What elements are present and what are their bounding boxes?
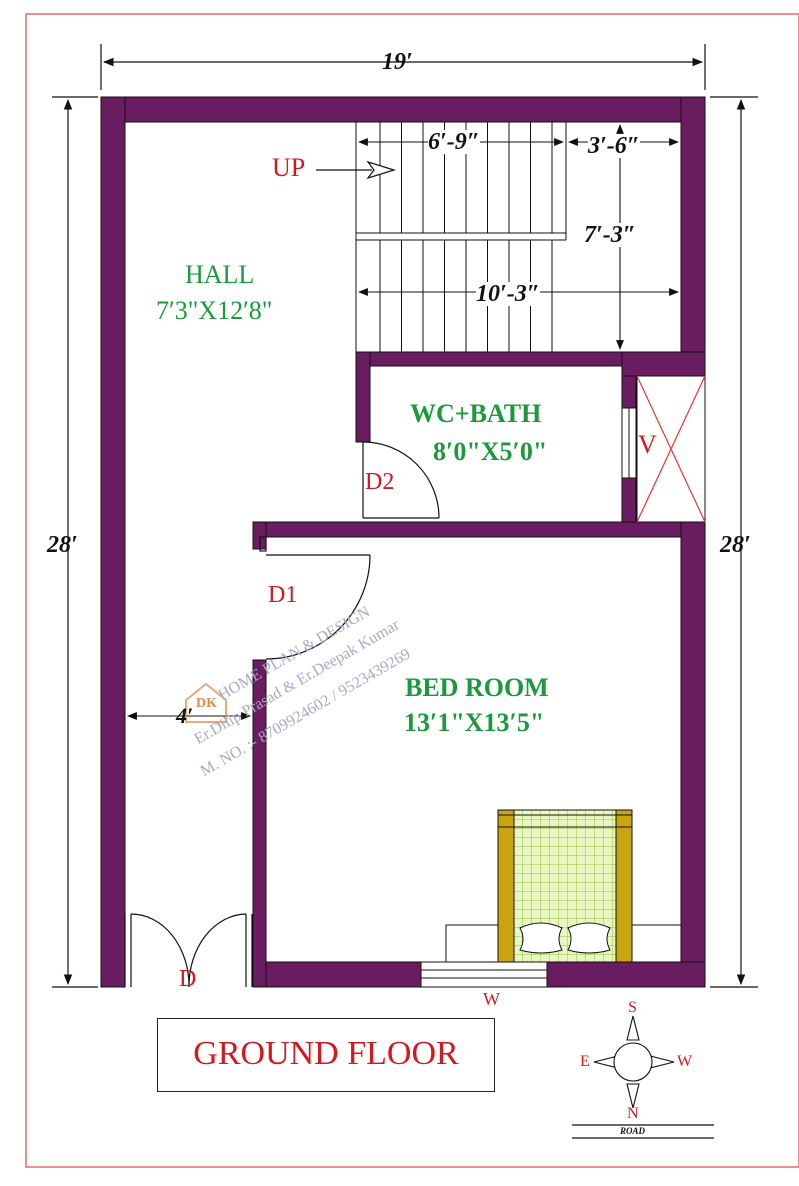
- stair-top-width-label: 6′-9″: [428, 129, 480, 155]
- bedroom-name: BED ROOM: [405, 673, 549, 702]
- stair-up-label: UP: [272, 153, 306, 182]
- overall-width-label: 19′: [382, 49, 413, 75]
- hall-size: 7′3"X12′8": [156, 296, 273, 325]
- door-d2-label: D2: [365, 469, 395, 495]
- bed-furniture: [445, 809, 682, 963]
- title-box: GROUND FLOOR: [157, 1018, 495, 1092]
- compass-north: N: [627, 1105, 639, 1122]
- bedroom-size: 13′1"X13′5": [404, 708, 545, 737]
- door-d1-swing: [259, 536, 371, 660]
- drawing-title: GROUND FLOOR: [193, 1035, 459, 1072]
- window-w: [420, 961, 548, 988]
- compass-rose: [593, 1015, 675, 1109]
- hall-name: HALL: [185, 260, 255, 289]
- compass-west: W: [677, 1053, 693, 1070]
- overall-depth-left-label: 28′: [47, 532, 78, 558]
- stair-landing-label: 3′-6″: [588, 133, 640, 159]
- up-arrow: [316, 160, 397, 180]
- road-label: ROAD: [620, 1126, 646, 1136]
- wc-size: 8′0"X5′0": [433, 437, 548, 466]
- wc-name: WC+BATH: [410, 399, 542, 428]
- compass-east: E: [580, 1053, 590, 1070]
- watermark-logo-graphic: [185, 682, 227, 723]
- ventilator-label: V: [638, 430, 657, 459]
- stair-bottom-width-label: 10′-3″: [476, 281, 540, 307]
- passage-width-label: 4′: [176, 703, 194, 728]
- ventilator: [621, 375, 706, 523]
- main-door-label: D: [179, 966, 197, 992]
- sheet-border: [25, 13, 799, 1168]
- door-d1-label: D1: [268, 582, 298, 608]
- main-door-swing: [124, 913, 253, 988]
- watermark-logo-text: DK: [196, 696, 217, 711]
- overall-depth-right-label: 28′: [720, 532, 751, 558]
- stair-height-label: 7′-3″: [584, 222, 636, 248]
- window-label: W: [483, 989, 500, 1009]
- dimension-lines: [52, 44, 758, 988]
- compass-south: S: [628, 999, 637, 1016]
- road-lines: [572, 1124, 714, 1139]
- door-d2-swing: [362, 441, 440, 519]
